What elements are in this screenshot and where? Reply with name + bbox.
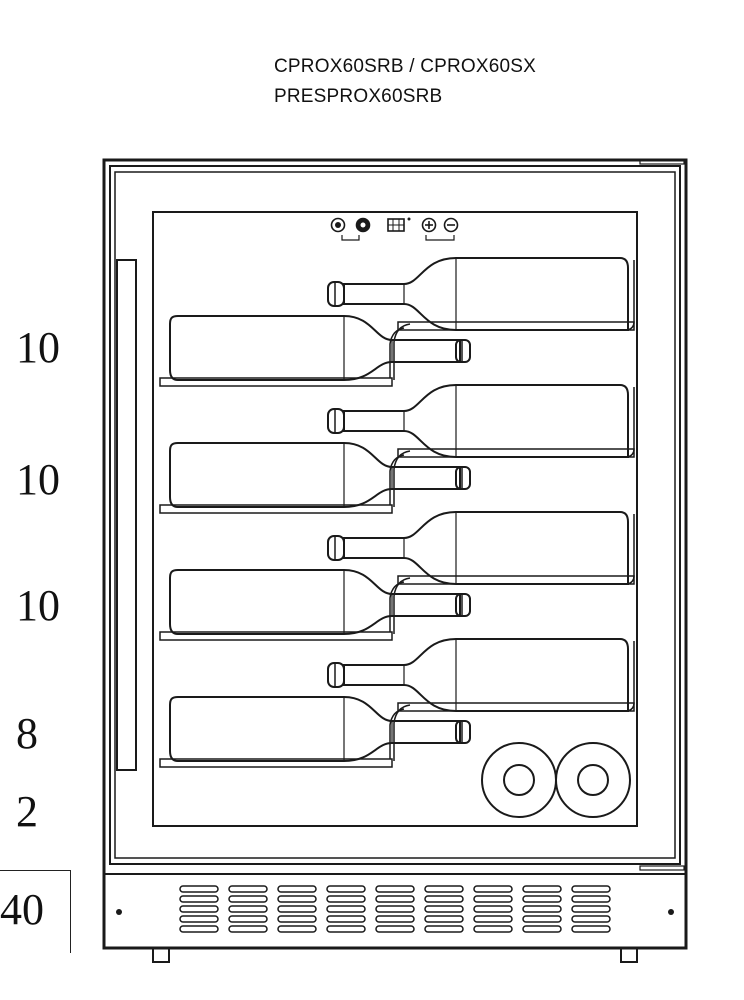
vent-slot bbox=[473, 905, 513, 913]
vent-slot bbox=[424, 925, 464, 933]
shelf-2 bbox=[159, 384, 635, 514]
vent-slot bbox=[375, 915, 415, 923]
vent-slot bbox=[228, 925, 268, 933]
vent-slot bbox=[424, 905, 464, 913]
bottom-bottles bbox=[481, 742, 631, 818]
vent-slot bbox=[424, 895, 464, 903]
vent-slot bbox=[522, 895, 562, 903]
vent-slot bbox=[326, 895, 366, 903]
vent-slot bbox=[179, 885, 219, 893]
display-icon bbox=[387, 217, 411, 232]
shelf-3-count: 10 bbox=[16, 581, 60, 630]
model-title-line-1: CPROX60SRB / CPROX60SX bbox=[274, 56, 537, 77]
vent-slot bbox=[522, 905, 562, 913]
total-count: 40 bbox=[0, 885, 44, 934]
vent-slot bbox=[277, 895, 317, 903]
shelf-3 bbox=[159, 511, 635, 641]
shelf-4 bbox=[159, 638, 635, 768]
vent-slot bbox=[522, 915, 562, 923]
vent-slot bbox=[228, 915, 268, 923]
vent-slot bbox=[326, 925, 366, 933]
plus-button-icon[interactable] bbox=[421, 217, 437, 233]
vent-slot bbox=[571, 925, 611, 933]
vent-slot bbox=[326, 885, 366, 893]
vent-slot bbox=[375, 885, 415, 893]
foot-left bbox=[152, 947, 170, 963]
shelf-1-count: 10 bbox=[16, 323, 60, 372]
vent-slot bbox=[571, 885, 611, 893]
vent-slot bbox=[277, 885, 317, 893]
vent-slot bbox=[522, 925, 562, 933]
total-box bbox=[0, 870, 71, 953]
vent-slot bbox=[473, 925, 513, 933]
foot-right bbox=[620, 947, 638, 963]
shelf-4-count: 8 bbox=[16, 709, 38, 758]
vent-slot bbox=[277, 905, 317, 913]
power-button-icon[interactable] bbox=[355, 217, 371, 233]
vent-grille bbox=[179, 885, 611, 933]
vent-slot bbox=[179, 905, 219, 913]
vent-slot bbox=[228, 885, 268, 893]
vent-slot bbox=[375, 925, 415, 933]
vent-slot bbox=[473, 895, 513, 903]
vent-slot bbox=[228, 895, 268, 903]
vent-slot bbox=[179, 915, 219, 923]
control-panel bbox=[330, 217, 459, 241]
vent-slot bbox=[571, 905, 611, 913]
screw-right bbox=[668, 909, 674, 915]
shelf-1 bbox=[159, 257, 635, 387]
vent-slot bbox=[277, 915, 317, 923]
vent-slot bbox=[326, 905, 366, 913]
vent-slot bbox=[571, 915, 611, 923]
vent-slot bbox=[179, 895, 219, 903]
vent-slot bbox=[375, 905, 415, 913]
vent-slot bbox=[522, 885, 562, 893]
vent-slot bbox=[326, 915, 366, 923]
bottom-zone-count: 2 bbox=[16, 787, 38, 836]
vent-slot bbox=[473, 915, 513, 923]
vent-slot bbox=[473, 885, 513, 893]
light-button-icon[interactable] bbox=[330, 217, 346, 233]
shelf-2-count: 10 bbox=[16, 455, 60, 504]
minus-button-icon[interactable] bbox=[443, 217, 459, 233]
vent-slot bbox=[277, 925, 317, 933]
vent-slot bbox=[228, 905, 268, 913]
vent-slot bbox=[424, 915, 464, 923]
screw-left bbox=[116, 909, 122, 915]
vent-slot bbox=[375, 895, 415, 903]
vent-slot bbox=[424, 885, 464, 893]
model-title-line-2: PRESPROX60SRB bbox=[274, 86, 443, 107]
vent-slot bbox=[571, 895, 611, 903]
vent-slot bbox=[179, 925, 219, 933]
